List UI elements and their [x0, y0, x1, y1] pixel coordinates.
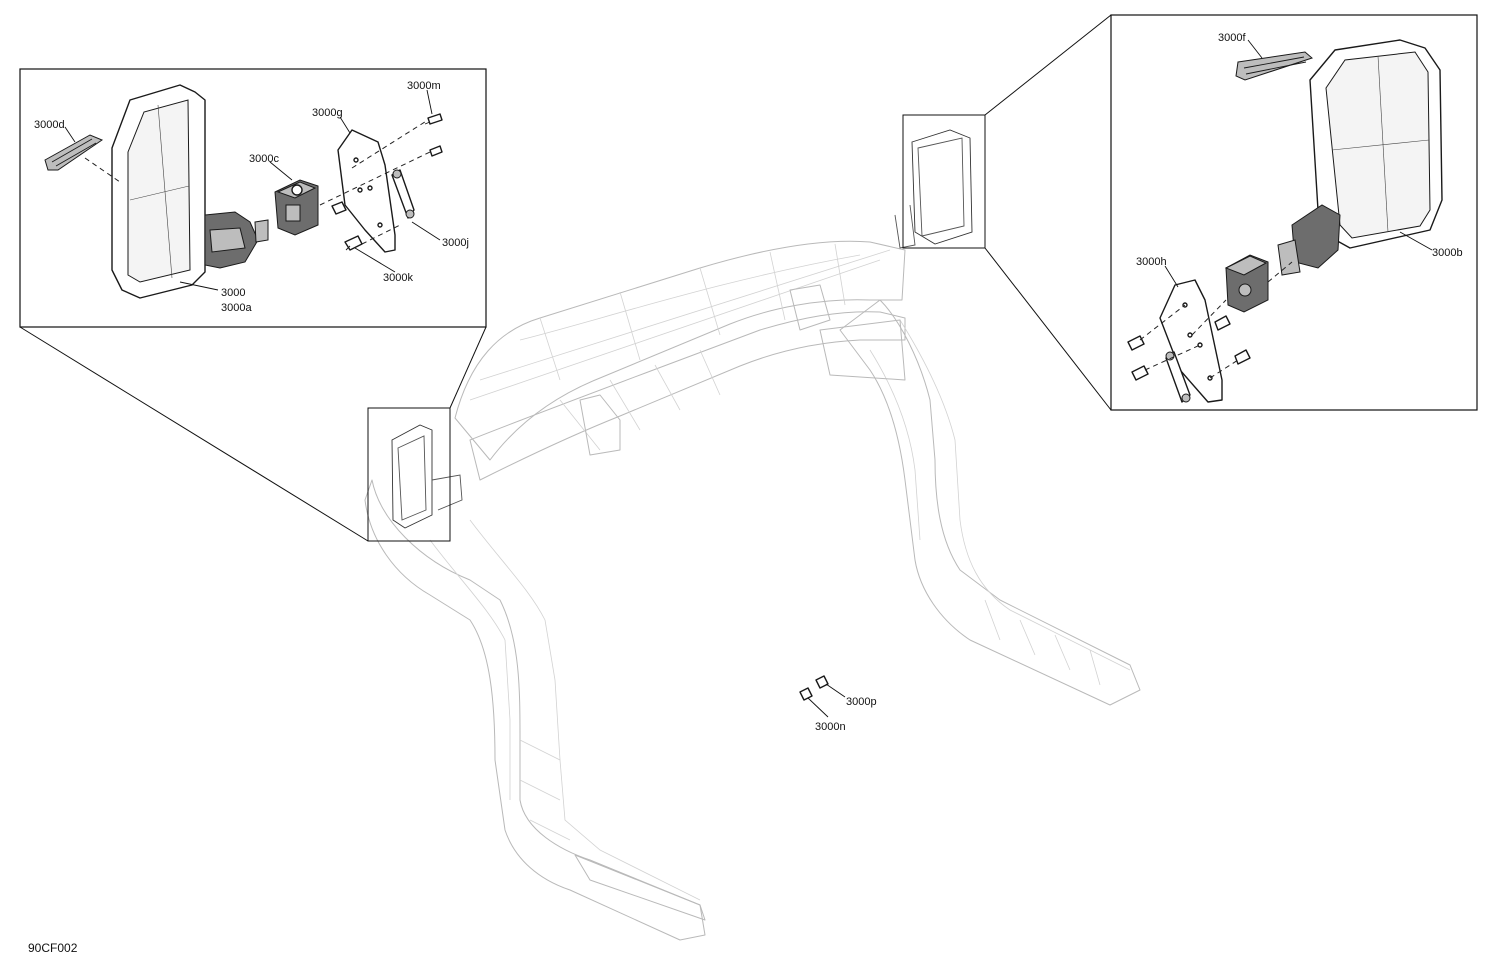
left-screw-m1: [424, 113, 443, 125]
left-screw-m2: [429, 145, 443, 157]
label-3000: 3000: [221, 287, 245, 299]
left-mirror-ghost: [391, 424, 463, 529]
left-connector-bottom: [19, 326, 369, 542]
label-3000j: 3000j: [442, 237, 469, 249]
label-3000n: 3000n: [815, 721, 846, 733]
label-3000m: 3000m: [407, 80, 441, 92]
roll-cage-ghost: [364, 240, 1141, 941]
label-3000f: 3000f: [1218, 32, 1246, 44]
bolt-n: [799, 687, 813, 701]
left-screw-c: [331, 201, 347, 215]
left-inset: 3000d 3000c 3000g 3000m 3000j 3000k 3000…: [19, 68, 487, 328]
figure-code: 90CF002: [28, 941, 78, 955]
label-3000k: 3000k: [383, 272, 413, 284]
bolts-p-n: 3000p 3000n: [799, 675, 877, 733]
label-3000g: 3000g: [312, 107, 343, 119]
label-3000a: 3000a: [221, 302, 252, 314]
left-mirror-detail-frame: [367, 407, 451, 542]
right-mounting-plate: [1159, 279, 1223, 403]
right-connector-bottom: [984, 247, 1112, 411]
label-3000d: 3000d: [34, 119, 65, 131]
left-inset-frame: [19, 68, 487, 328]
left-connector-top: [449, 326, 487, 409]
right-screw-3: [1234, 349, 1251, 365]
label-3000h: 3000h: [1136, 256, 1167, 268]
right-inset: 3000f 3000b 3000h: [1110, 14, 1478, 411]
label-3000b: 3000b: [1432, 247, 1463, 259]
right-connector-top: [984, 14, 1112, 116]
left-cap-part: [44, 134, 104, 171]
right-mirror-ghost: [894, 129, 973, 249]
label-3000c: 3000c: [249, 153, 279, 165]
right-mirror-detail-frame: [902, 114, 986, 249]
left-mirror-glass: [127, 99, 191, 283]
right-screw-2: [1131, 365, 1149, 381]
left-mounting-plate: [337, 129, 396, 253]
label-3000p: 3000p: [846, 696, 877, 708]
bolt-p: [815, 675, 829, 689]
right-screw-4: [1214, 315, 1231, 331]
